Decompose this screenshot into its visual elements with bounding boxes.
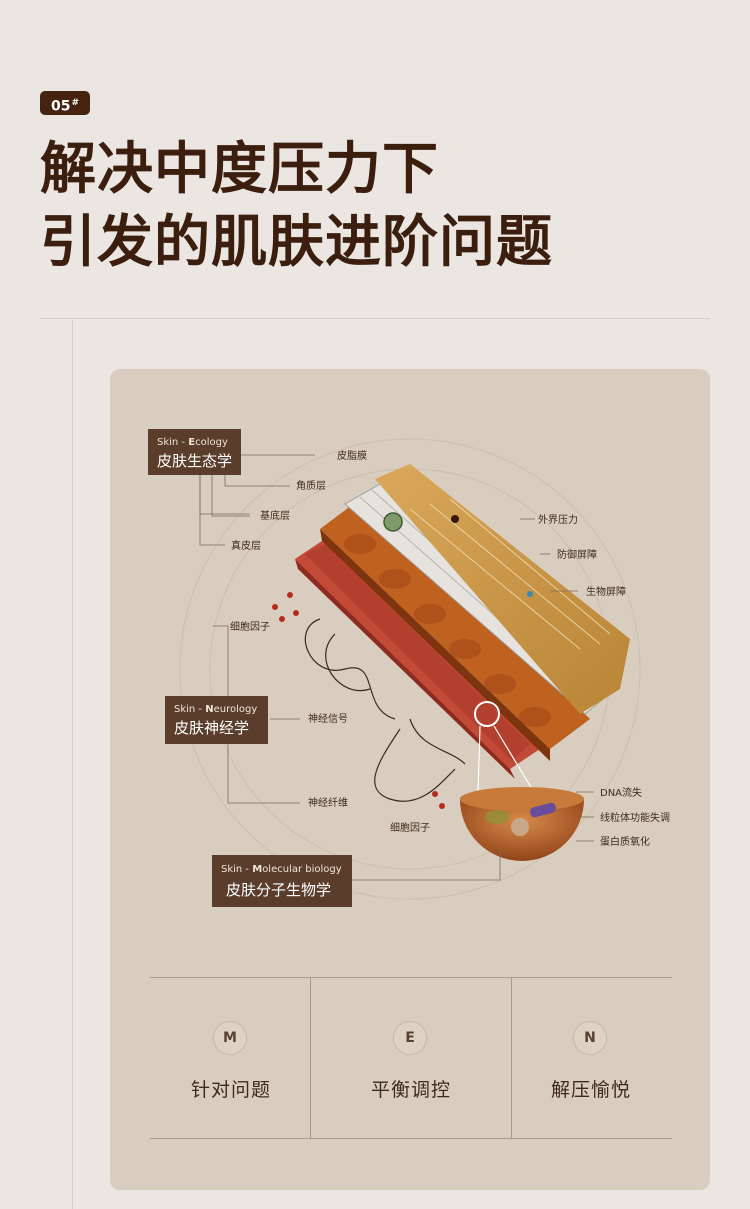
- label-biological-barrier: 生物屏障: [586, 585, 626, 598]
- feature-e: E 平衡调控: [324, 977, 498, 1139]
- magnified-cell: [460, 701, 584, 861]
- cytokine-dots: [272, 592, 445, 809]
- feature-m-label: 针对问题: [190, 1079, 271, 1101]
- feature-n-letter: N: [573, 1021, 607, 1055]
- headline-line-1: 解决中度压力下: [40, 137, 439, 202]
- feature-n-label: 解压愉悦: [550, 1079, 631, 1101]
- label-dna-loss: DNA流失: [600, 786, 642, 799]
- molecular-subtitle: Skin - Molecular biology: [221, 864, 342, 875]
- feature-e-label: 平衡调控: [370, 1079, 451, 1101]
- feature-grid-divider-2: [511, 977, 512, 1139]
- nerve-fibers: [304, 618, 466, 802]
- neurology-box: Skin - Neurology 皮肤神经学: [165, 696, 268, 744]
- feature-grid: M 针对问题 E 平衡调控 N 解压愉悦: [150, 977, 672, 1139]
- label-cytokine-neuro: 细胞因子: [230, 620, 270, 633]
- label-stratum-corneum: 角质层: [296, 480, 326, 492]
- label-basal-layer: 基底层: [260, 509, 290, 522]
- label-cytokine-molecular: 细胞因子: [390, 821, 430, 834]
- label-mitochondria: 线粒体功能失调: [600, 811, 670, 824]
- label-sebum-film: 皮脂膜: [337, 449, 367, 462]
- left-divider: [72, 320, 73, 1209]
- feature-n: N 解压愉悦: [504, 977, 678, 1139]
- diagram-panel: Skin - Ecology 皮肤生态学 皮脂膜 角质层 基底层 真皮层 外界压…: [110, 369, 710, 1190]
- molecular-box: Skin - Molecular biology 皮肤分子生物学: [212, 855, 352, 907]
- feature-grid-top-rule: [150, 977, 672, 978]
- neurology-title: 皮肤神经学: [174, 719, 249, 737]
- feature-e-letter: E: [393, 1021, 427, 1055]
- label-protein-oxidation: 蛋白质氧化: [600, 835, 650, 848]
- feature-m: M 针对问题: [144, 977, 318, 1139]
- feature-grid-divider-1: [310, 977, 311, 1139]
- sebum-film-layer: [375, 464, 630, 714]
- ecology-title: 皮肤生态学: [157, 452, 232, 470]
- dermis-layer: [295, 539, 540, 779]
- feature-m-letter: M: [213, 1021, 247, 1055]
- label-dermis: 真皮层: [231, 539, 261, 552]
- headline-line-2: 引发的肌肤进阶问题: [40, 210, 553, 275]
- top-divider: [40, 318, 710, 319]
- ecology-box: Skin - Ecology 皮肤生态学: [148, 429, 241, 475]
- label-defense-barrier: 防御屏障: [557, 548, 597, 561]
- neurology-subtitle: Skin - Neurology: [174, 704, 257, 715]
- feature-grid-bottom-rule: [150, 1138, 672, 1139]
- ecology-subtitle: Skin - Ecology: [157, 437, 228, 448]
- section-number-badge: 05#: [40, 91, 90, 115]
- label-external-pressure: 外界压力: [538, 513, 578, 526]
- label-nerve-signal: 神经信号: [308, 712, 348, 725]
- section-number: 05: [50, 98, 71, 115]
- label-nerve-fiber: 神经纤维: [308, 796, 348, 809]
- molecular-title: 皮肤分子生物学: [226, 881, 331, 899]
- skin-layer-diagram: Skin - Ecology 皮肤生态学 皮脂膜 角质层 基底层 真皮层 外界压…: [148, 429, 670, 907]
- section-number-mark: #: [71, 98, 80, 108]
